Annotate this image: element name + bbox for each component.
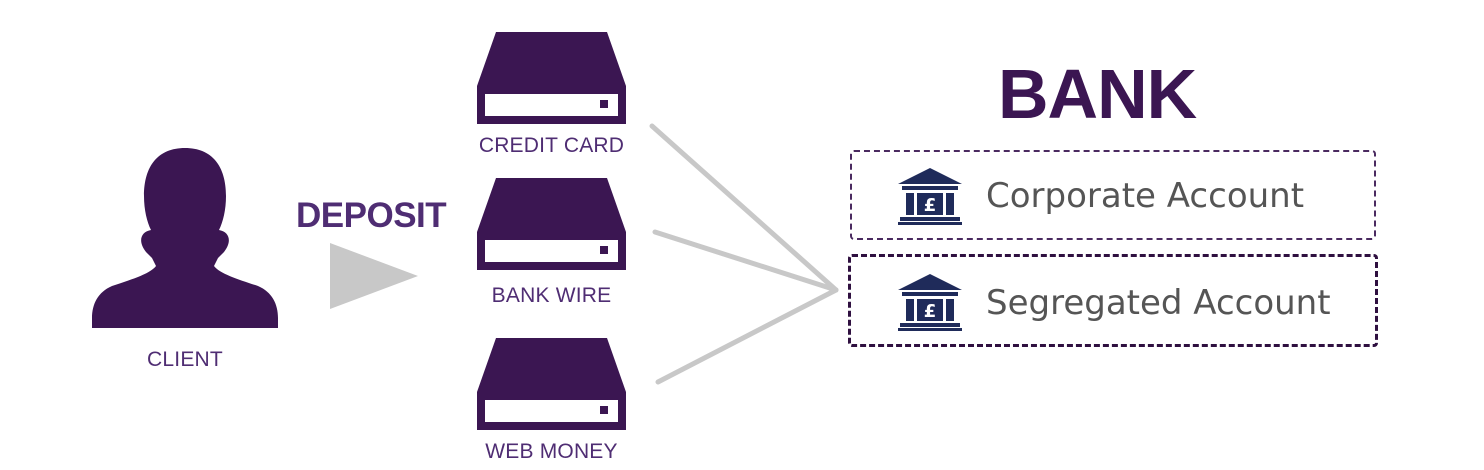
bank-building-icon: £ <box>898 274 962 331</box>
client-label: CLIENT <box>147 348 223 371</box>
account-label-corporate: Corporate Account <box>986 176 1305 216</box>
client-group: CLIENT <box>90 148 280 388</box>
bank-title: BANK <box>998 55 1197 133</box>
client-person-icon <box>92 148 278 328</box>
card-terminal-icon <box>477 338 626 430</box>
connector-line-web-money <box>655 287 839 385</box>
account-label-segregated: Segregated Account <box>986 283 1331 323</box>
method-label-credit-card: CREDIT CARD <box>478 134 625 157</box>
connector-line-bank-wire <box>652 229 839 293</box>
card-terminal-icon <box>477 178 626 270</box>
method-credit-card: CREDIT CARD <box>474 32 629 158</box>
connector-line-credit-card <box>649 123 839 293</box>
method-label-bank-wire: BANK WIRE <box>491 284 612 307</box>
bank-building-icon: £ <box>898 168 962 225</box>
deposit-arrow-icon <box>330 243 418 309</box>
svg-text:£: £ <box>924 195 937 216</box>
method-label-web-money: WEB MONEY <box>485 440 618 463</box>
method-web-money: WEB MONEY <box>474 338 629 464</box>
method-bank-wire: BANK WIRE <box>474 178 629 308</box>
account-segregated: £ Segregated Account <box>848 254 1378 347</box>
deposit-label: DEPOSIT <box>296 196 447 235</box>
svg-text:£: £ <box>924 301 937 322</box>
account-corporate: £ Corporate Account <box>850 150 1376 240</box>
card-terminal-icon <box>477 32 626 124</box>
